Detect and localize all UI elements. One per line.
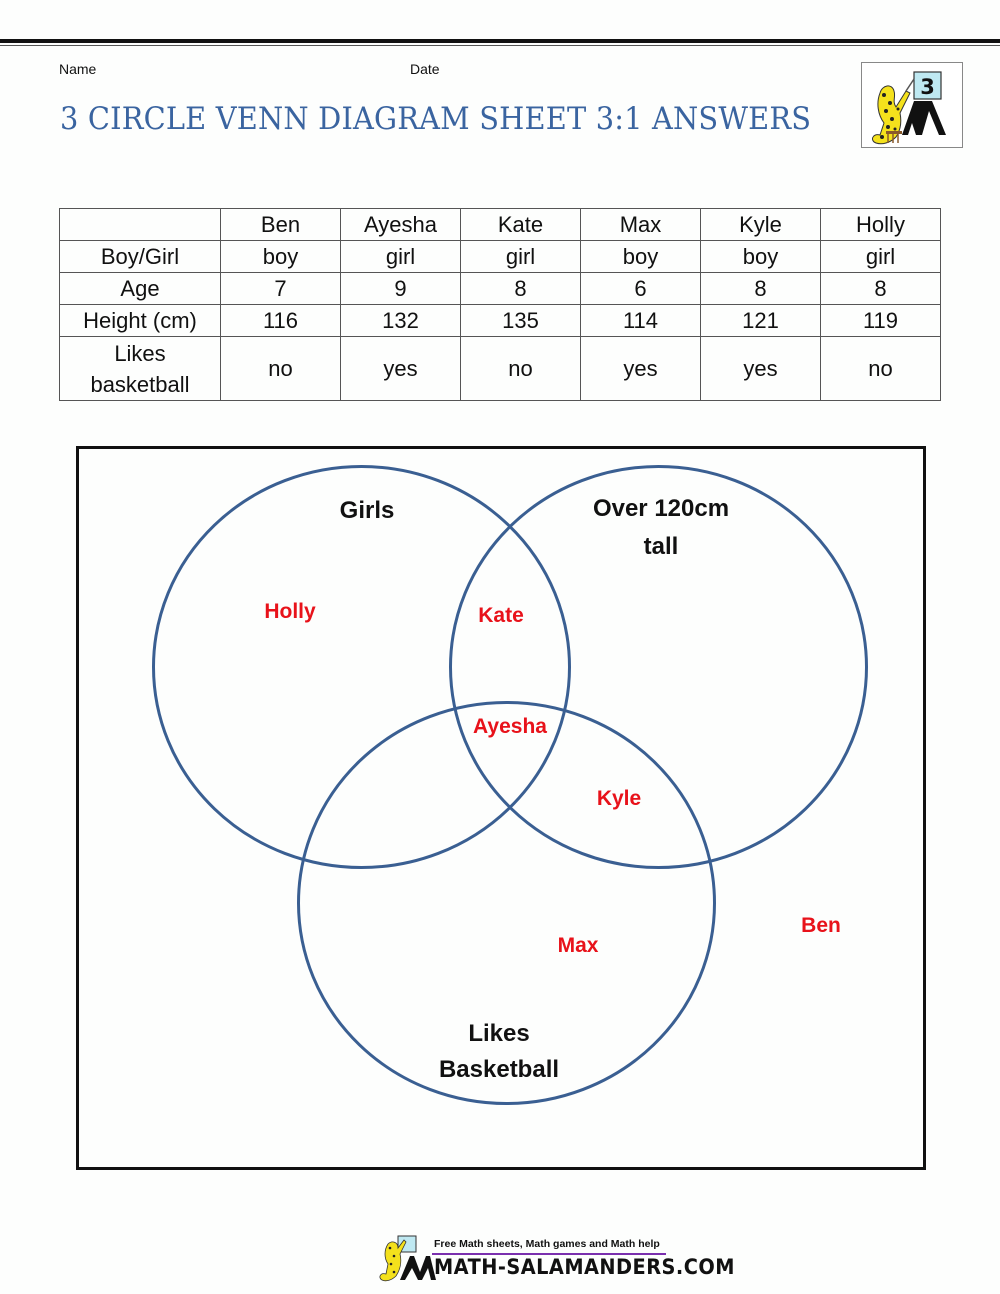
row-label: Likes basketball (59, 336, 221, 401)
set-label-girls: Girls (339, 497, 395, 524)
data-table: Ben Ayesha Kate Max Kyle Holly Boy/Girl … (59, 208, 941, 401)
row-label-line2: basketball (90, 371, 190, 397)
set-label-over-120cm: Over 120cm tall (592, 495, 730, 560)
table-cell: girl (340, 240, 461, 273)
circle-likes-basketball (297, 701, 716, 1105)
row-label: Boy/Girl (59, 240, 221, 273)
footer-tagline: Free Math sheets, Math games and Math he… (434, 1238, 660, 1250)
venn-name-ben: Ben (801, 914, 841, 937)
table-cell: boy (220, 240, 341, 273)
table-cell: no (220, 336, 341, 401)
table-cell: 116 (220, 304, 341, 337)
venn-name-max: Max (557, 934, 599, 957)
table-cell: 121 (700, 304, 821, 337)
table-cell: no (460, 336, 581, 401)
table-cell: girl (820, 240, 941, 273)
page-title: 3 CIRCLE VENN DIAGRAM SHEET 3:1 ANSWERS (60, 101, 812, 137)
name-field-label: Name (59, 61, 97, 77)
venn-name-kate: Kate (478, 604, 524, 627)
footer-accent-line (432, 1253, 666, 1255)
set-label-likes-basketball: Likes Basketball (438, 1020, 560, 1083)
table-cell: 9 (340, 272, 461, 305)
circle-girls (152, 465, 571, 869)
table-cell: yes (700, 336, 821, 401)
table-cell: boy (580, 240, 701, 273)
table-cell: no (820, 336, 941, 401)
venn-name-ayesha: Ayesha (473, 715, 547, 738)
table-cell: yes (340, 336, 461, 401)
logo-number: 3 (920, 75, 935, 99)
table-cell: 132 (340, 304, 461, 337)
footer-site-link[interactable]: MATH-SALAMANDERS.COM (434, 1255, 735, 1279)
salamander-easel-logo-icon: 3 (872, 71, 946, 145)
table-cell: 8 (700, 272, 821, 305)
table-header-cell: Ben (220, 208, 341, 241)
venn-name-kyle: Kyle (596, 787, 642, 810)
table-header-cell: Max (580, 208, 701, 241)
table-row: Boy/Girl boy girl girl boy boy girl (59, 240, 941, 273)
salamander-logo: 3 (861, 62, 963, 148)
table-cell: 8 (820, 272, 941, 305)
table-header-cell: Kate (460, 208, 581, 241)
footer-salamander-logo-icon (379, 1235, 436, 1282)
circle-over-120cm (449, 465, 868, 869)
table-cell: 8 (460, 272, 581, 305)
venn-name-holly: Holly (264, 600, 316, 623)
venn-diagram-frame (76, 446, 926, 1170)
table-cell: girl (460, 240, 581, 273)
table-cell: 135 (460, 304, 581, 337)
header-rule-thin (0, 45, 1000, 46)
row-label: Height (cm) (59, 304, 221, 337)
header-rule-thick (0, 39, 1000, 43)
date-field-label: Date (410, 61, 440, 77)
table-row: Likes basketball no yes no yes yes no (59, 336, 941, 401)
table-cell: yes (580, 336, 701, 401)
table-header-cell: Holly (820, 208, 941, 241)
table-cell: 114 (580, 304, 701, 337)
row-label-line1: Likes (114, 340, 166, 366)
table-cell: 6 (580, 272, 701, 305)
table-row: Height (cm) 116 132 135 114 121 119 (59, 304, 941, 337)
